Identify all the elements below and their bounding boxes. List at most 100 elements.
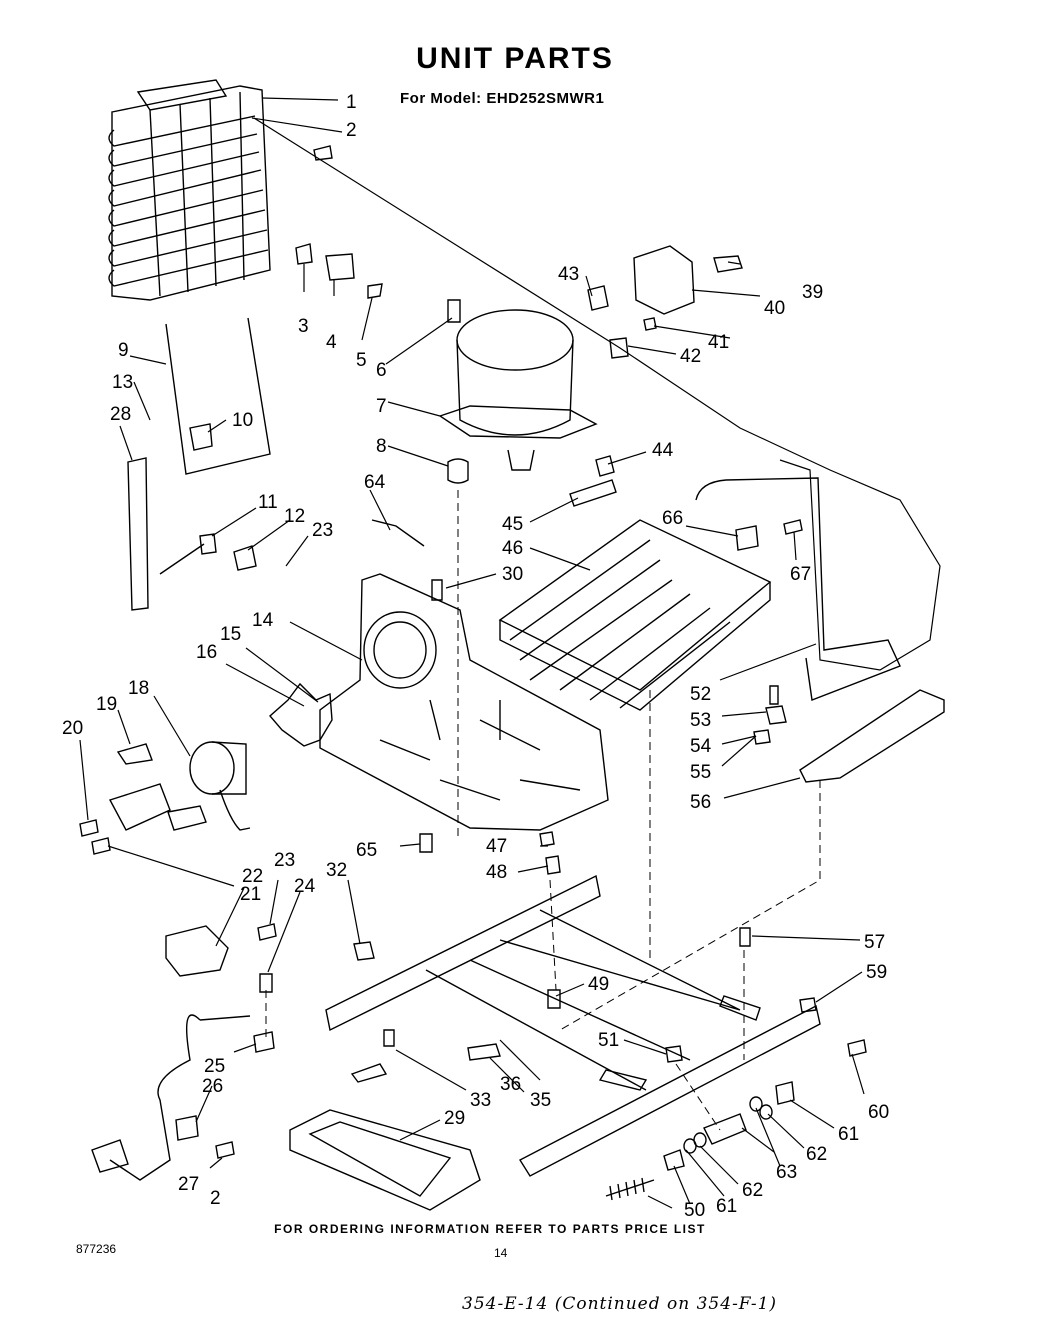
screw-47 [539, 831, 555, 847]
clip-54 [765, 705, 787, 725]
screw-21 [91, 837, 111, 855]
power-plug [91, 1139, 129, 1173]
fan-motor [189, 741, 251, 831]
callout-59: 59 [866, 962, 887, 983]
cord-clip [175, 1115, 199, 1141]
clip-48 [545, 855, 561, 875]
callout-2: 2 [346, 120, 357, 141]
callout-43: 43 [558, 264, 579, 285]
clip-39 [713, 255, 743, 273]
callout-45: 45 [502, 514, 523, 535]
clip-59 [799, 997, 817, 1013]
callout-63: 63 [776, 1162, 797, 1183]
evaporator-bracket [127, 457, 149, 611]
callout-53: 53 [690, 710, 711, 731]
overload-42 [609, 337, 629, 359]
callout-52: 52 [690, 684, 711, 705]
callout-36: 36 [500, 1074, 521, 1095]
wire-64 [371, 519, 425, 547]
bracket-4 [325, 253, 355, 281]
screw-60 [847, 1039, 867, 1057]
callout-39: 39 [802, 282, 823, 303]
page-title: UNIT PARTS [416, 42, 614, 75]
callout-62a: 62 [806, 1144, 827, 1165]
handwritten-note: 354-E-14 (Continued on 354-F-1) [462, 1294, 778, 1314]
relay-cover [633, 245, 695, 315]
callout-67: 67 [790, 564, 811, 585]
tube-loop [695, 477, 901, 701]
callout-48: 48 [486, 862, 507, 883]
callout-12: 12 [284, 506, 305, 527]
callout-50: 50 [684, 1200, 705, 1221]
clamp-66 [735, 525, 759, 551]
callout-32: 32 [326, 860, 347, 881]
callout-8: 8 [376, 436, 387, 457]
base-frame [325, 874, 821, 1177]
callout-35: 35 [530, 1090, 551, 1111]
fan-bracket-base [319, 573, 609, 831]
clip-3 [295, 243, 313, 265]
callout-29: 29 [444, 1108, 465, 1129]
callout-3: 3 [298, 316, 309, 337]
callout-10: 10 [232, 410, 253, 431]
callout-55: 55 [690, 762, 711, 783]
grommet-8 [447, 458, 469, 484]
callout-47: 47 [486, 836, 507, 857]
clip-36 [467, 1043, 501, 1061]
callout-27: 27 [178, 1174, 199, 1195]
callout-11: 11 [258, 492, 278, 513]
leveling-spring [605, 1177, 655, 1201]
roller-61a [775, 1081, 795, 1105]
callout-15: 15 [220, 624, 241, 645]
bracket-33 [350, 1029, 395, 1083]
relay-43 [587, 285, 609, 311]
model-line: For Model: EHD252SMWR1 [400, 90, 605, 107]
clip-41 [643, 317, 657, 331]
power-cord [109, 1014, 251, 1181]
callout-16: 16 [196, 642, 217, 663]
filter-drier [569, 479, 617, 507]
alignment-lines [265, 490, 821, 1131]
callout-labels: 1 2 3 4 5 6 7 8 9 10 11 12 13 14 15 16 1… [62, 92, 889, 1221]
screw-30 [431, 579, 443, 601]
spacer-32 [353, 941, 375, 961]
callout-20: 20 [62, 718, 83, 739]
callout-64: 64 [364, 472, 386, 493]
drain-pan [289, 1109, 481, 1211]
compressor [438, 309, 598, 471]
callout-25: 25 [204, 1056, 225, 1077]
screw-49 [547, 989, 561, 1009]
bulb-clamp [233, 545, 257, 571]
screw-24 [259, 973, 273, 993]
callout-19: 19 [96, 694, 117, 715]
callout-9: 9 [118, 340, 129, 361]
defrost-heater [165, 317, 271, 475]
callout-61a: 61 [838, 1124, 859, 1145]
callout-4: 4 [326, 332, 337, 353]
callout-61b: 61 [716, 1196, 737, 1217]
callout-1: 1 [346, 92, 357, 113]
callout-60: 60 [868, 1102, 889, 1123]
fan-blade [269, 682, 333, 747]
callout-54: 54 [690, 736, 712, 757]
motor-bracket [108, 743, 207, 831]
callout-23a: 23 [312, 520, 333, 541]
screw-2b [215, 1141, 235, 1159]
screw-65 [419, 833, 433, 853]
document-number: 877236 [76, 1242, 117, 1256]
callout-6: 6 [376, 360, 387, 381]
washer-62b2 [693, 1132, 707, 1148]
callout-49: 49 [588, 974, 609, 995]
callout-30: 30 [502, 564, 523, 585]
callout-21: 21 [240, 884, 261, 905]
callout-26: 26 [202, 1076, 223, 1097]
callout-51: 51 [598, 1030, 619, 1051]
callout-18: 18 [128, 678, 149, 699]
page-number: 14 [494, 1246, 508, 1260]
callout-2b: 2 [210, 1188, 221, 1209]
heater-clip [189, 423, 213, 451]
callout-22: 22 [242, 866, 263, 887]
callout-33: 33 [470, 1090, 491, 1111]
callout-13: 13 [112, 372, 133, 393]
